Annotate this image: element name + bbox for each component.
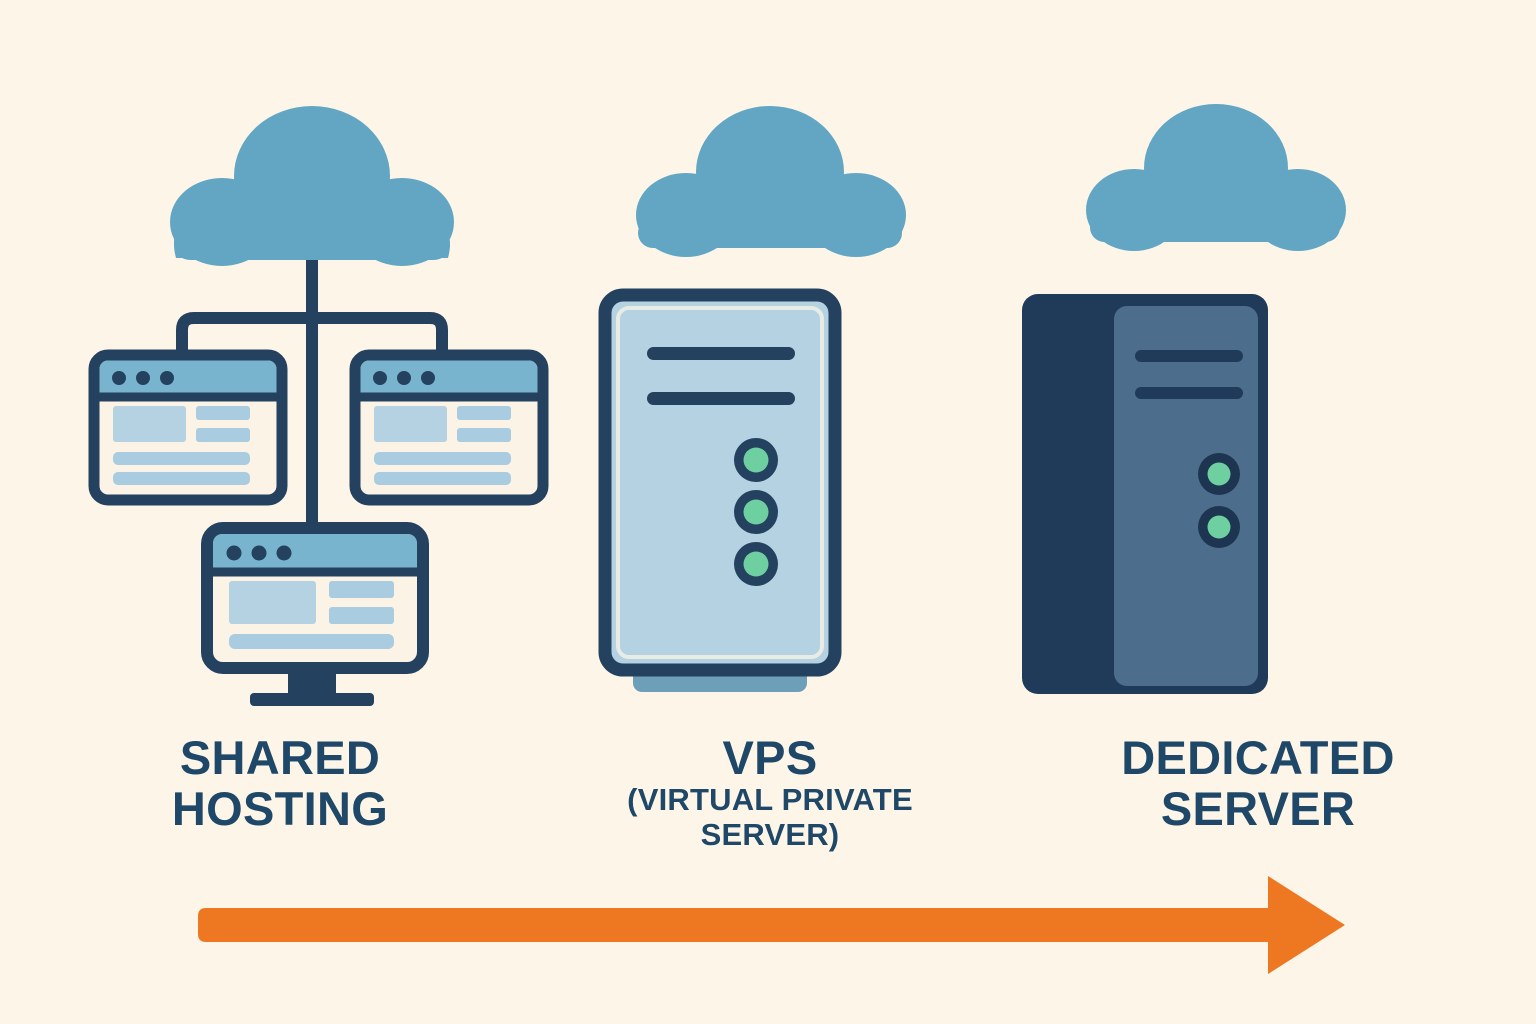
title-shared-hosting: SHARED HOSTING	[171, 731, 389, 836]
window-dot	[112, 371, 126, 385]
window-dot	[160, 371, 174, 385]
column-shared-hosting: SHARED HOSTING	[0, 0, 560, 1024]
label-vps: VPS (VIRTUAL PRIVATE SERVER)	[560, 732, 980, 853]
dedicated-server-body	[1022, 294, 1268, 694]
window-dot	[276, 545, 292, 561]
connector-lines	[176, 240, 448, 540]
title-vps: VPS	[722, 731, 818, 784]
window-dot	[421, 371, 435, 385]
window-dot	[251, 545, 267, 561]
title-dedicated-server: DEDICATED SERVER	[1121, 731, 1395, 836]
browser-window-left	[88, 349, 288, 506]
server-slot-line	[1135, 387, 1243, 399]
cloud-icon	[636, 106, 906, 257]
led-indicator	[1198, 453, 1240, 495]
label-dedicated-server: DEDICATED SERVER	[980, 731, 1536, 836]
tower-slot-line	[647, 347, 795, 360]
browser-monitor-bottom	[201, 522, 429, 706]
window-dot	[397, 371, 411, 385]
arrow-shape	[198, 876, 1345, 974]
server-front-panel	[1114, 306, 1258, 686]
vps-illustration	[598, 106, 906, 692]
column-dedicated-server: DEDICATED SERVER	[980, 0, 1536, 1024]
dedicated-server-illustration	[1022, 104, 1346, 694]
subtitle-vps: (VIRTUAL PRIVATE SERVER)	[627, 782, 913, 852]
led-indicator	[734, 542, 778, 586]
window-dot	[226, 545, 242, 561]
led-indicator	[734, 438, 778, 482]
window-dot	[373, 371, 387, 385]
server-slot-line	[1135, 350, 1243, 362]
shared-hosting-illustration	[88, 106, 549, 706]
led-indicator	[734, 490, 778, 534]
column-vps: VPS (VIRTUAL PRIVATE SERVER)	[560, 0, 980, 1024]
progression-arrow	[198, 876, 1345, 974]
cloud-icon	[170, 106, 454, 266]
tower-slot-line	[647, 392, 795, 405]
label-shared-hosting: SHARED HOSTING	[0, 731, 560, 836]
browser-window-right	[349, 349, 549, 506]
server-tower	[598, 288, 842, 677]
cloud-icon	[1086, 104, 1346, 251]
window-dot	[136, 371, 150, 385]
monitor-base	[250, 693, 374, 706]
led-indicator	[1198, 506, 1240, 548]
